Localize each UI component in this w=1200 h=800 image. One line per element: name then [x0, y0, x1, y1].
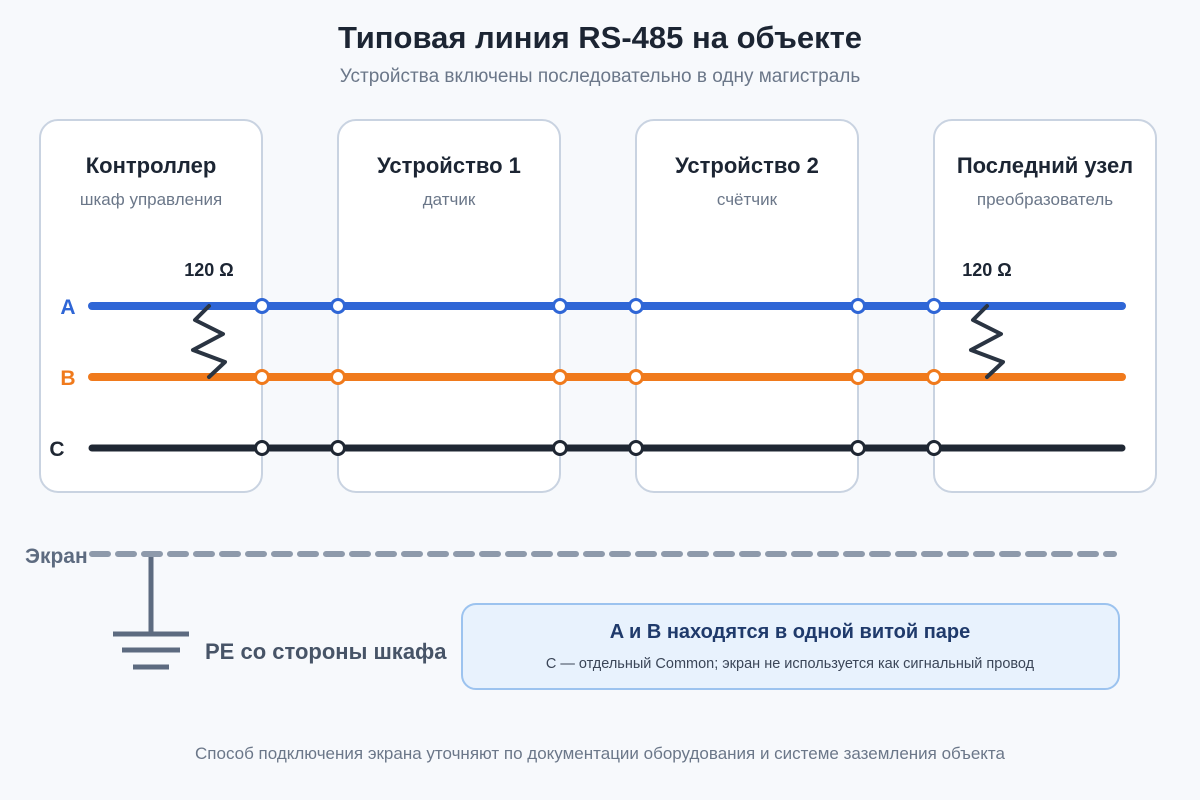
- terminal-dot: [628, 440, 644, 456]
- terminal-dot: [552, 298, 568, 314]
- terminal-dot: [628, 369, 644, 385]
- device-name: Устройство 2: [675, 153, 819, 178]
- note-text: C — отдельный Common; экран не используе…: [546, 656, 1035, 672]
- terminal-dot: [552, 440, 568, 456]
- ground-label: PE со стороны шкафа: [205, 639, 447, 664]
- device-name: Последний узел: [957, 153, 1133, 178]
- device-type: счётчик: [717, 190, 778, 209]
- terminal-dot: [926, 369, 942, 385]
- terminal-dot: [850, 369, 866, 385]
- terminal-dot: [330, 369, 346, 385]
- device-name: Контроллер: [86, 153, 217, 178]
- terminal-dot: [926, 298, 942, 314]
- terminal-dot: [552, 369, 568, 385]
- terminator-resistor-start-icon: [191, 304, 227, 379]
- terminals-b: [254, 369, 942, 385]
- terminals-c: [254, 440, 942, 456]
- device-type: датчик: [423, 190, 476, 209]
- note-title: A и B находятся в одной витой паре: [610, 621, 971, 643]
- page-subtitle: Устройства включены последовательно в од…: [340, 66, 861, 87]
- terminal-dot: [850, 298, 866, 314]
- terminator-label-end: 120 Ω: [962, 260, 1011, 280]
- terminator-resistor-end-icon: [969, 304, 1005, 379]
- terminal-dot: [330, 298, 346, 314]
- device-type: шкаф управления: [80, 190, 222, 209]
- device-name: Устройство 1: [377, 153, 521, 178]
- terminal-dot: [330, 440, 346, 456]
- terminal-dot: [254, 298, 270, 314]
- terminal-dot: [254, 369, 270, 385]
- terminal-dot: [850, 440, 866, 456]
- terminal-dot: [254, 440, 270, 456]
- terminal-dot: [628, 298, 644, 314]
- device-type: преобразователь: [977, 190, 1113, 209]
- wire-label-a: A: [60, 296, 75, 319]
- terminal-dot: [926, 440, 942, 456]
- terminator-label-start: 120 Ω: [184, 260, 233, 280]
- terminals-a: [254, 298, 942, 314]
- wire-label-b: B: [60, 367, 75, 390]
- page-title: Типовая линия RS-485 на объекте: [338, 20, 862, 55]
- note-box: A и B находятся в одной витой паре C — о…: [461, 603, 1120, 690]
- footer-note: Способ подключения экрана уточняют по до…: [195, 744, 1006, 763]
- screen-label: Экран: [25, 545, 88, 568]
- wire-label-c: C: [49, 438, 64, 461]
- ground-icon: [113, 557, 189, 670]
